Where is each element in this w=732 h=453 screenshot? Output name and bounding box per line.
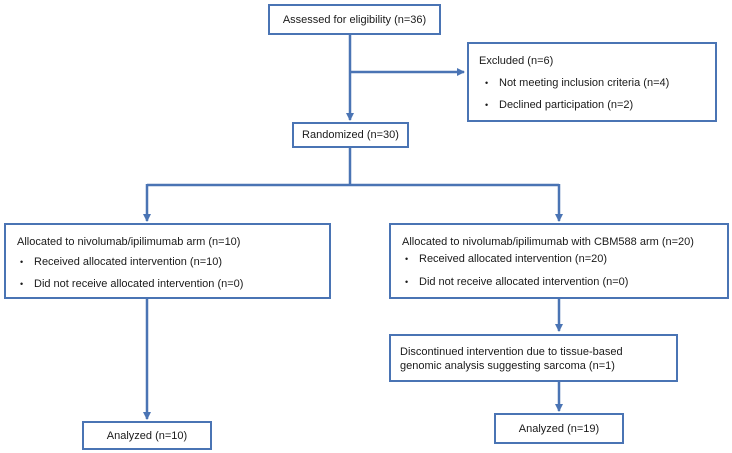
excluded-item: • Declined participation (n=2)	[485, 98, 633, 112]
arm-right-item-label: Did not receive allocated intervention (…	[419, 276, 629, 288]
analyzed-right-label: Analyzed (n=19)	[518, 422, 600, 435]
arm-left-title: Allocated to nivolumab/ipilimumab arm (n…	[17, 236, 241, 248]
analyzed-left-label: Analyzed (n=10)	[106, 429, 188, 442]
bullet-icon: •	[20, 257, 24, 267]
discontinued-line: Discontinued intervention due to tissue-…	[400, 346, 623, 358]
excluded-item-label: Not meeting inclusion criteria (n=4)	[499, 77, 670, 89]
excluded-title: Excluded (n=6)	[479, 55, 554, 67]
arm-left-item: • Did not receive allocated intervention …	[20, 277, 243, 291]
randomized-box: Randomized (n=30)	[292, 122, 409, 148]
discontinued-box: Discontinued intervention due to tissue-…	[389, 334, 678, 382]
bullet-icon: •	[485, 100, 489, 110]
arm-right-item-label: Received allocated intervention (n=20)	[419, 253, 608, 265]
analyzed-right-box: Analyzed (n=19)	[494, 413, 624, 444]
bullet-icon: •	[405, 277, 409, 287]
arm-left-item: • Received allocated intervention (n=10)	[20, 255, 222, 269]
randomized-label: Randomized (n=30)	[302, 129, 399, 141]
bullet-icon: •	[405, 254, 409, 264]
excluded-item-label: Declined participation (n=2)	[499, 99, 634, 111]
arm-left-item-label: Did not receive allocated intervention (…	[34, 278, 244, 290]
arm-right-box: Allocated to nivolumab/ipilimumab with C…	[389, 223, 729, 299]
arm-right-item: • Did not receive allocated intervention …	[405, 275, 628, 289]
arm-right-title: Allocated to nivolumab/ipilimumab with C…	[402, 236, 694, 248]
arm-left-box: Allocated to nivolumab/ipilimumab arm (n…	[4, 223, 331, 299]
bullet-icon: •	[485, 78, 489, 88]
discontinued-line: genomic analysis suggesting sarcoma (n=1…	[400, 360, 615, 372]
discontinued-text: Discontinued intervention due to tissue-…	[400, 345, 623, 373]
excluded-item: • Not meeting inclusion criteria (n=4)	[485, 76, 669, 90]
arm-right-item: • Received allocated intervention (n=20)	[405, 252, 607, 266]
analyzed-left-box: Analyzed (n=10)	[82, 421, 212, 450]
bullet-icon: •	[20, 279, 24, 289]
assessed-box: Assessed for eligibility (n=36)	[268, 4, 441, 35]
assessed-label: Assessed for eligibility (n=36)	[282, 13, 427, 26]
excluded-box: Excluded (n=6) • Not meeting inclusion cr…	[467, 42, 717, 122]
arm-left-item-label: Received allocated intervention (n=10)	[34, 256, 223, 268]
